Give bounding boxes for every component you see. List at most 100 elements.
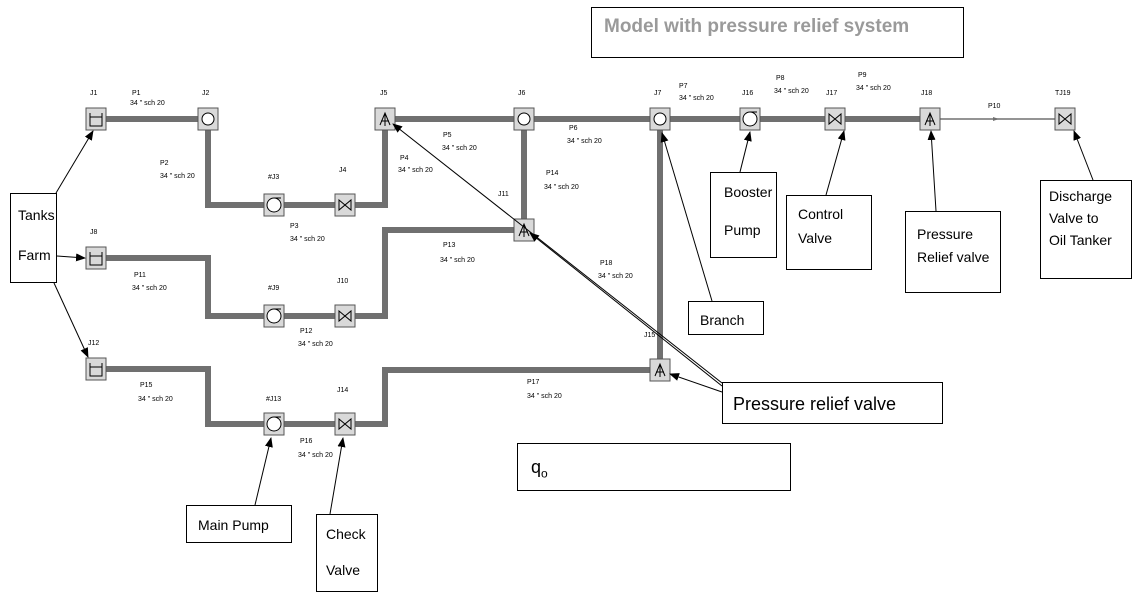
- arrow-tanks-j1: [55, 130, 94, 194]
- callout-discharge-valve: Discharge Valve to Oil Tanker: [1040, 180, 1132, 279]
- callout-check-valve: Check Valve: [316, 514, 378, 592]
- pipe-label: P18: [600, 260, 613, 267]
- discharge-valve-icon: [1058, 112, 1072, 126]
- pipe-p15-p16-p17: [97, 366, 660, 427]
- tank-icon: [89, 252, 103, 266]
- junction-label: J15: [644, 332, 655, 339]
- callout-text: Pressure: [917, 226, 974, 242]
- callout-pressure-relief-valve-main: Pressure relief valve: [722, 382, 943, 424]
- callout-pressure-relief-valve: Pressure Relief valve: [905, 211, 1001, 293]
- callout-text: Main Pump: [198, 517, 269, 533]
- pipe-label: P3: [290, 223, 299, 230]
- pipe-spec: 34 " sch 20: [130, 100, 165, 107]
- branch-icon: [653, 112, 667, 126]
- junction-label: TJ19: [1055, 90, 1071, 97]
- callout-main-pump: Main Pump: [186, 505, 292, 543]
- pipe-label: P14: [546, 170, 559, 177]
- check-valve-icon: [338, 417, 352, 431]
- junction-label: J1: [90, 90, 98, 97]
- arrow-discharge: [1073, 130, 1094, 181]
- pipe-spec: 34 " sch 20: [774, 88, 809, 95]
- callout-booster-pump: Booster Pump: [710, 172, 777, 258]
- callout-text: Pressure relief valve: [733, 394, 897, 414]
- junction-label: #J3: [268, 174, 279, 181]
- pipe-spec: 34 " sch 20: [544, 184, 579, 191]
- junction-j1: [85, 107, 107, 131]
- pipe-label: P15: [140, 382, 153, 389]
- pipe-label: P2: [160, 160, 169, 167]
- pipe-spec: 34 " sch 20: [160, 173, 195, 180]
- pipe-label: P4: [400, 155, 409, 162]
- callout-text: Tanks: [18, 207, 55, 223]
- junction-label: J4: [339, 167, 347, 174]
- tank-icon: [89, 363, 103, 377]
- junction-label: J8: [90, 229, 98, 236]
- junction-label: J7: [654, 90, 662, 97]
- relief-valve-icon: [518, 222, 530, 237]
- callout-text: Check: [326, 526, 366, 542]
- pipe-spec: 34 " sch 20: [442, 145, 477, 152]
- pipe-label: P5: [443, 132, 452, 139]
- pipe-spec: 34 " sch 20: [567, 138, 602, 145]
- arrow-control: [825, 130, 846, 196]
- arrow-prv-j5: [392, 123, 723, 384]
- diagram-title-text: Model with pressure relief system: [604, 16, 910, 37]
- pipe-network: [97, 116, 930, 427]
- check-valve-icon: [338, 309, 352, 323]
- pipe-spec: 34 " sch 20: [440, 257, 475, 264]
- callout-tanks-farm: Tanks Farm: [10, 193, 57, 283]
- junction-label: J10: [337, 278, 348, 285]
- junction-label: J18: [921, 90, 932, 97]
- callout-control-valve: Control Valve: [786, 195, 872, 270]
- callout-text: Branch: [700, 312, 745, 328]
- pipe-labels: P1 34 " sch 20 P2 34 " sch 20 P3 34 " sc…: [130, 72, 1001, 459]
- junction-label: #J9: [268, 285, 279, 292]
- arrow-branch: [660, 132, 713, 302]
- check-valve-icon: [338, 198, 352, 212]
- arrow-main-pump: [254, 437, 273, 506]
- pipe-label: P9: [858, 72, 867, 79]
- tank-icon: [89, 113, 103, 127]
- pump-icon: [266, 197, 282, 213]
- callout-text: Valve to: [1049, 210, 1099, 226]
- flow-symbol: q: [531, 457, 542, 477]
- diagram-title: Model with pressure relief system: [591, 7, 964, 58]
- junction-label: J16: [742, 90, 753, 97]
- junction-label: J5: [380, 90, 388, 97]
- junction-label: J11: [498, 191, 509, 198]
- flow-indicator-box: qo: [517, 443, 791, 491]
- relief-valve-icon: [379, 111, 391, 126]
- pipe-label: P7: [679, 83, 688, 90]
- arrow-relief: [927, 130, 937, 212]
- junction-j12: [85, 357, 107, 381]
- pipe-p2-p3: [205, 119, 388, 208]
- callout-text: Oil Tanker: [1049, 232, 1112, 248]
- junction-label: #J13: [266, 396, 281, 403]
- pipe-label: P6: [569, 125, 578, 132]
- callout-text: Farm: [18, 247, 51, 263]
- pipe-label: P17: [527, 379, 540, 386]
- pipe-spec: 34 " sch 20: [290, 236, 325, 243]
- callout-text: Relief valve: [917, 249, 990, 265]
- junction-label: J14: [337, 387, 348, 394]
- control-valve-icon: [828, 112, 842, 126]
- pipe-spec: 34 " sch 20: [298, 452, 333, 459]
- callout-text: Valve: [326, 562, 360, 578]
- callout-branch: Branch: [688, 301, 764, 335]
- relief-valve-icon: [924, 111, 936, 126]
- junction-j8: [85, 246, 107, 270]
- pipe-spec: 34 " sch 20: [679, 95, 714, 102]
- callout-text: Booster: [724, 184, 773, 200]
- pipe-spec: 34 " sch 20: [298, 341, 333, 348]
- pipe-spec: 34 " sch 20: [398, 167, 433, 174]
- pipe-label: P16: [300, 438, 313, 445]
- junction-labels: J1 J2 J5 J6 J7 J16 J17 J18 TJ19 #J3 J4 J…: [88, 90, 1071, 403]
- flow-subscript: o: [541, 466, 548, 481]
- pipe-spec: 34 " sch 20: [527, 393, 562, 400]
- relief-valve-icon: [654, 362, 666, 377]
- arrow-tanks-j12: [53, 282, 89, 358]
- pipe-label: P10: [988, 103, 1001, 110]
- pipe-spec: 34 " sch 20: [132, 285, 167, 292]
- junction-label: J17: [826, 90, 837, 97]
